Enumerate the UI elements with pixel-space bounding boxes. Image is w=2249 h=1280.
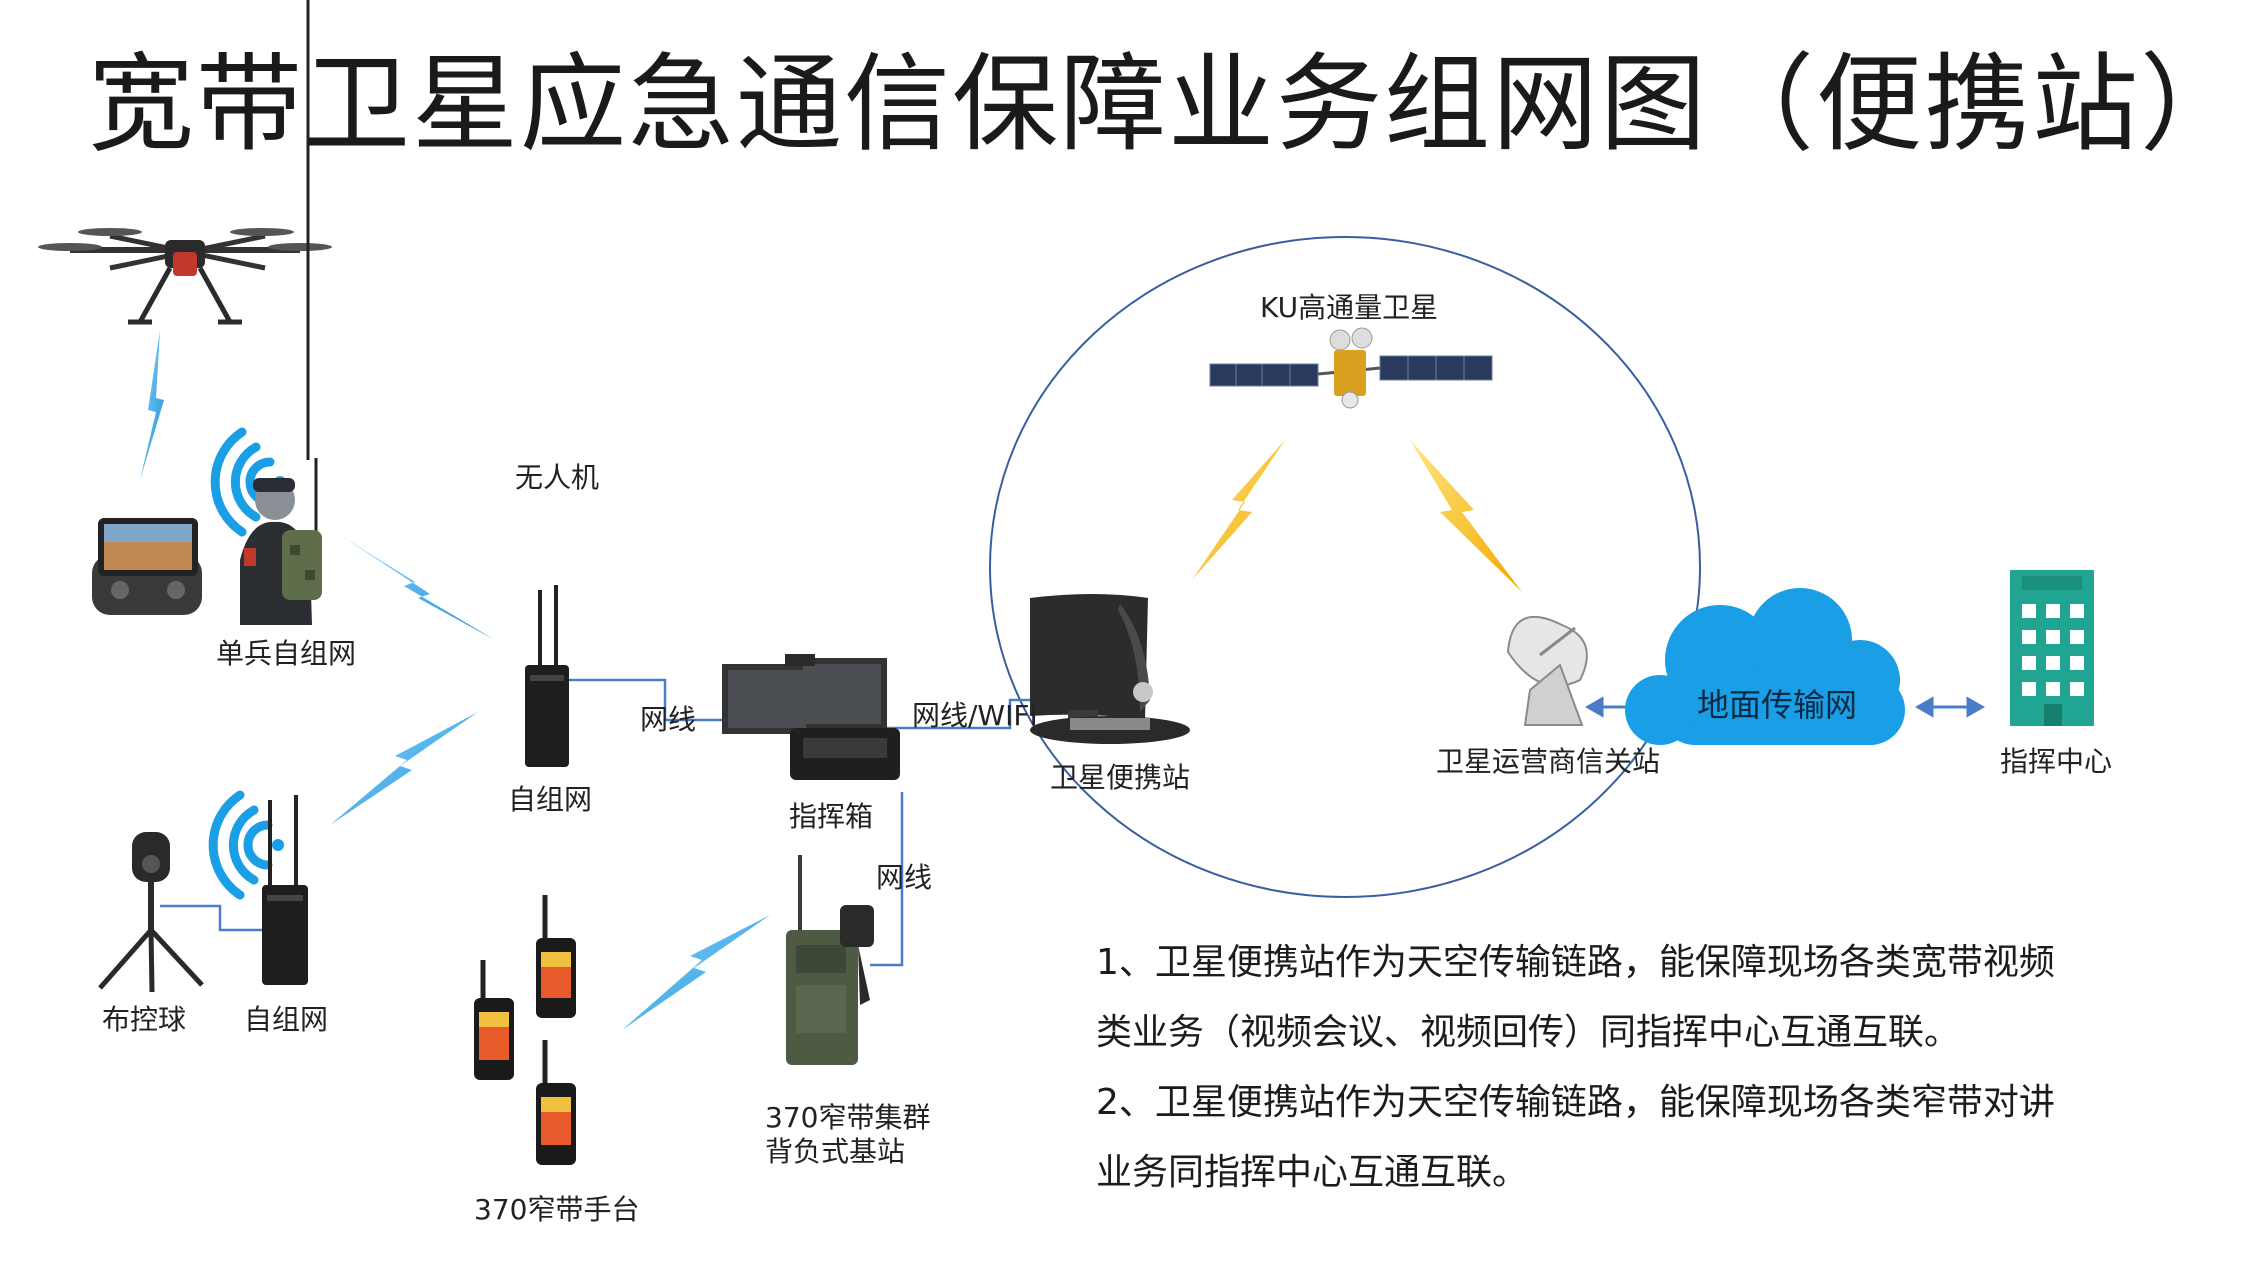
satellite-icon [1210, 328, 1492, 408]
label-cable-2: 网线 [876, 856, 932, 896]
soldier-icon [240, 0, 322, 625]
note-line-3: 2、卫星便携站作为天空传输链路，能保障现场各类窄带对讲 [1096, 1068, 2055, 1138]
label-command-center: 指挥中心 [2000, 740, 2112, 780]
label-cable-1: 网线 [640, 698, 696, 738]
backpack-base-station-icon [786, 855, 874, 1065]
label-gateway-station: 卫星运营商信关站 [1436, 740, 1660, 780]
label-single-soldier-mesh: 单兵自组网 [216, 632, 356, 672]
surveillance-ball-icon [100, 832, 202, 992]
remote-controller-icon [92, 518, 202, 615]
bolt-sat-to-portable [1192, 440, 1285, 580]
satellite-portable-station-icon [1030, 594, 1190, 744]
note-line-4: 业务同指挥中心互通互联。 [1096, 1138, 1528, 1208]
label-mesh-center: 自组网 [508, 778, 592, 818]
satellite-links [1192, 440, 1522, 592]
mesh-radio-icon [262, 795, 308, 985]
handset-radio-icon [474, 960, 514, 1080]
note-line-2: 类业务（视频会议、视频回传）同指挥中心互通互联。 [1096, 998, 1960, 1068]
bolt-base-to-handset [622, 915, 770, 1030]
command-box-icon [722, 654, 900, 780]
label-ball: 布控球 [102, 998, 186, 1038]
command-center-building-icon [2010, 570, 2094, 726]
label-satellite-portable-station: 卫星便携站 [1050, 756, 1190, 796]
handset-radio-icon [536, 895, 576, 1018]
handset-radio-icon [536, 1040, 576, 1165]
mesh-radio-icon [525, 585, 569, 767]
label-handset: 370窄带手台 [474, 1188, 639, 1228]
bolt-soldier-to-mesh [340, 535, 495, 640]
label-satellite: KU高通量卫星 [1260, 286, 1438, 326]
label-mesh-left: 自组网 [244, 998, 328, 1038]
bolt-mesh-to-ball [330, 712, 478, 825]
note-line-1: 1、卫星便携站作为天空传输链路，能保障现场各类宽带视频 [1096, 928, 2055, 998]
bolt-sat-to-gateway [1410, 440, 1522, 592]
wifi-signal-icon [213, 795, 284, 895]
label-command-box: 指挥箱 [789, 795, 873, 835]
label-base-station-line2: 背负式基站 [765, 1130, 905, 1170]
drone-icon [38, 228, 332, 322]
ground-dish-antenna-icon [1508, 617, 1587, 725]
label-cable-wifi: 网线/WIFI [912, 694, 1038, 734]
label-ground-network: 地面传输网 [1697, 680, 1857, 726]
label-uav: 无人机 [515, 456, 599, 496]
bolt-uav-to-controller [140, 330, 164, 480]
cable-ball-to-mesh [160, 906, 262, 930]
